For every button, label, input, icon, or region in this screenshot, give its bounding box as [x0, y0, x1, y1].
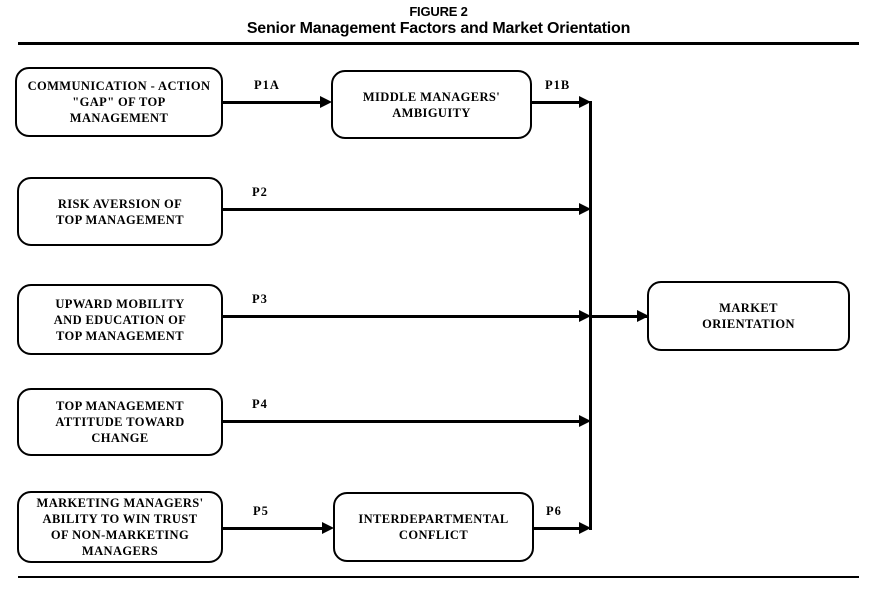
edge-arrowhead-market-orientation: [637, 309, 649, 322]
edge-label-p3: P3: [252, 292, 268, 306]
node-middle-managers-ambiguity[interactable]: MIDDLE MANAGERS' AMBIGUITY: [331, 70, 532, 139]
node-market-orientation[interactable]: MARKET ORIENTATION: [647, 281, 850, 351]
figure-title: Senior Management Factors and Market Ori…: [246, 20, 631, 37]
figure-number: FIGURE 2: [409, 4, 468, 19]
edge-line-p5: [222, 527, 324, 530]
top-divider-rule: [18, 42, 859, 45]
edge-label-p1b: P1B: [545, 78, 571, 92]
node-label: TOP MANAGEMENT ATTITUDE TOWARD CHANGE: [55, 399, 185, 445]
edge-line-p2: [222, 208, 581, 211]
node-label: RISK AVERSION OF TOP MANAGEMENT: [56, 196, 184, 227]
edge-arrowhead-p5: [322, 521, 334, 534]
edge-line-bus-to-market-orientation: [589, 315, 647, 318]
edge-arrowhead-p1b: [579, 95, 591, 108]
edge-label-p2: P2: [252, 185, 268, 199]
node-label: MIDDLE MANAGERS' AMBIGUITY: [362, 89, 501, 120]
edge-label-p5: P5: [253, 504, 269, 518]
node-label: MARKET ORIENTATION: [702, 301, 795, 331]
node-label: MARKETING MANAGERS' ABILITY TO WIN TRUST…: [36, 496, 204, 558]
edge-arrowhead-p1a: [320, 95, 332, 108]
edge-line-p3: [222, 315, 581, 318]
edge-arrowhead-p2: [579, 202, 591, 215]
node-label: COMMUNICATION - ACTION "GAP" OF TOP MANA…: [27, 79, 211, 125]
node-marketing-managers-trust[interactable]: MARKETING MANAGERS' ABILITY TO WIN TRUST…: [17, 491, 223, 563]
node-upward-mobility-education[interactable]: UPWARD MOBILITY AND EDUCATION OF TOP MAN…: [17, 284, 223, 355]
edge-line-p1a: [222, 101, 322, 104]
node-interdepartmental-conflict[interactable]: INTERDEPARTMENTAL CONFLICT: [333, 492, 534, 562]
node-label: INTERDEPARTMENTAL CONFLICT: [358, 512, 509, 542]
edge-line-p1b: [531, 101, 581, 104]
edge-line-p4: [222, 420, 581, 423]
edge-label-p4: P4: [252, 397, 268, 411]
edge-arrowhead-p3: [579, 309, 591, 322]
node-label: UPWARD MOBILITY AND EDUCATION OF TOP MAN…: [53, 296, 187, 343]
edge-line-p6: [533, 527, 581, 530]
edge-label-p6: P6: [546, 504, 562, 518]
node-risk-aversion[interactable]: RISK AVERSION OF TOP MANAGEMENT: [17, 177, 223, 246]
edge-label-p1a: P1A: [254, 78, 280, 92]
edge-arrowhead-p6: [579, 521, 591, 534]
edge-arrowhead-p4: [579, 414, 591, 427]
node-communication-action-gap[interactable]: COMMUNICATION - ACTION "GAP" OF TOP MANA…: [15, 67, 223, 137]
node-attitude-toward-change[interactable]: TOP MANAGEMENT ATTITUDE TOWARD CHANGE: [17, 388, 223, 456]
bottom-divider-rule: [18, 576, 859, 578]
